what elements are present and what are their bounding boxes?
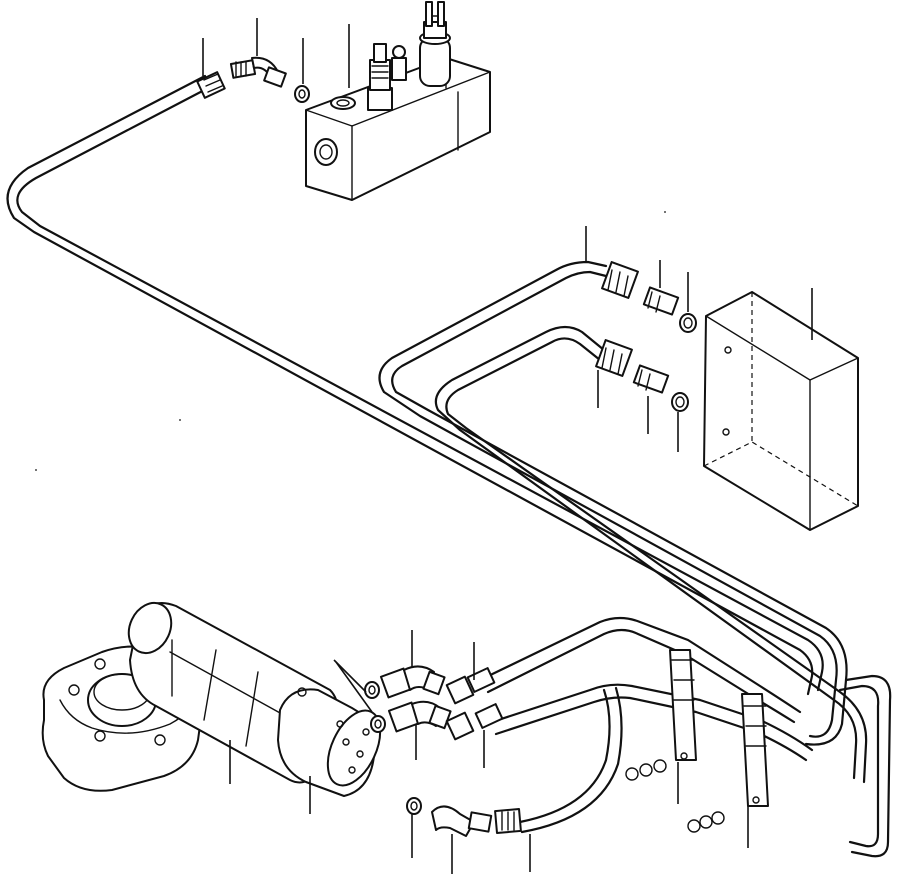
valve-block xyxy=(305,57,491,201)
pump-motor xyxy=(127,601,382,797)
straight-adapter xyxy=(632,286,680,394)
hose-nut xyxy=(595,261,639,377)
scan-specks xyxy=(35,211,666,471)
pressure-switch xyxy=(367,43,407,111)
o-ring xyxy=(671,313,697,412)
hose-nut xyxy=(445,667,522,835)
o-ring xyxy=(294,85,310,103)
callout-leaders xyxy=(202,18,813,874)
elbow-fitting xyxy=(196,56,287,99)
bolt-set xyxy=(625,759,725,833)
solenoid xyxy=(419,1,451,87)
hydraulic-lines xyxy=(6,74,892,858)
hose-clamp xyxy=(669,649,769,807)
elbow-fitting xyxy=(364,665,493,837)
control-box xyxy=(703,291,859,531)
